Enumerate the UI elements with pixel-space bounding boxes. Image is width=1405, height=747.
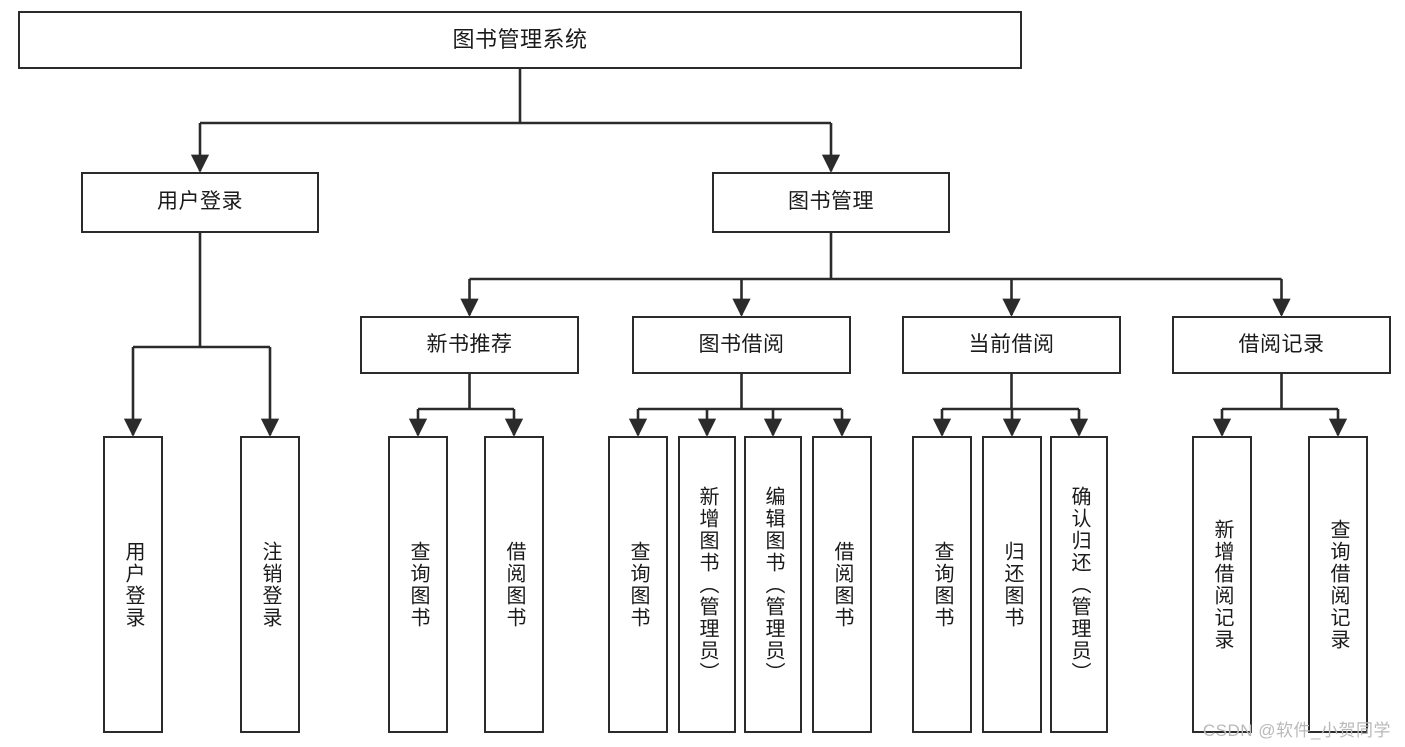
node-leaf-add-book[interactable]: 新增图书（管理员） <box>678 436 736 733</box>
node-label: 查询图书 <box>931 540 953 629</box>
node-leaf-add-record[interactable]: 新增借阅记录 <box>1192 436 1252 733</box>
node-book-borrow[interactable]: 图书借阅 <box>632 316 851 374</box>
node-label: 图书管理系统 <box>452 27 588 53</box>
node-leaf-query-book-2[interactable]: 查询图书 <box>608 436 668 733</box>
node-label: 确认归还（管理员） <box>1068 485 1090 684</box>
node-leaf-borrow-book-2[interactable]: 借阅图书 <box>812 436 872 733</box>
node-leaf-return-book[interactable]: 归还图书 <box>982 436 1042 733</box>
node-label: 新书推荐 <box>426 332 513 356</box>
node-label: 查询图书 <box>407 540 429 629</box>
node-label: 借阅记录 <box>1238 332 1325 356</box>
node-leaf-query-book-3[interactable]: 查询图书 <box>912 436 972 733</box>
node-label: 新增图书（管理员） <box>696 485 718 684</box>
node-label: 借阅图书 <box>503 540 525 629</box>
node-leaf-edit-book[interactable]: 编辑图书（管理员） <box>744 436 802 733</box>
node-current-borrow[interactable]: 当前借阅 <box>902 316 1121 374</box>
node-borrow-record[interactable]: 借阅记录 <box>1172 316 1391 374</box>
node-leaf-confirm-return[interactable]: 确认归还（管理员） <box>1050 436 1108 733</box>
node-label: 查询图书 <box>627 540 649 629</box>
node-label: 注销登录 <box>259 540 281 629</box>
node-leaf-user-login[interactable]: 用户登录 <box>103 436 163 733</box>
node-book-manage[interactable]: 图书管理 <box>712 172 950 233</box>
node-root[interactable]: 图书管理系统 <box>18 11 1022 69</box>
node-label: 当前借阅 <box>968 332 1055 356</box>
node-leaf-borrow-book-1[interactable]: 借阅图书 <box>484 436 544 733</box>
node-label: 用户登录 <box>157 190 243 214</box>
node-label: 图书管理 <box>788 190 874 214</box>
node-leaf-query-record[interactable]: 查询借阅记录 <box>1308 436 1368 733</box>
node-label: 归还图书 <box>1001 540 1023 629</box>
node-label: 图书借阅 <box>698 332 785 356</box>
node-leaf-user-logout[interactable]: 注销登录 <box>240 436 300 733</box>
node-label: 编辑图书（管理员） <box>762 485 784 684</box>
node-label: 新增借阅记录 <box>1211 518 1233 651</box>
node-label: 用户登录 <box>122 540 144 629</box>
node-user-login[interactable]: 用户登录 <box>81 172 319 233</box>
node-new-book-rec[interactable]: 新书推荐 <box>360 316 579 374</box>
node-label: 借阅图书 <box>831 540 853 629</box>
node-leaf-query-book-1[interactable]: 查询图书 <box>388 436 448 733</box>
node-label: 查询借阅记录 <box>1327 518 1349 651</box>
